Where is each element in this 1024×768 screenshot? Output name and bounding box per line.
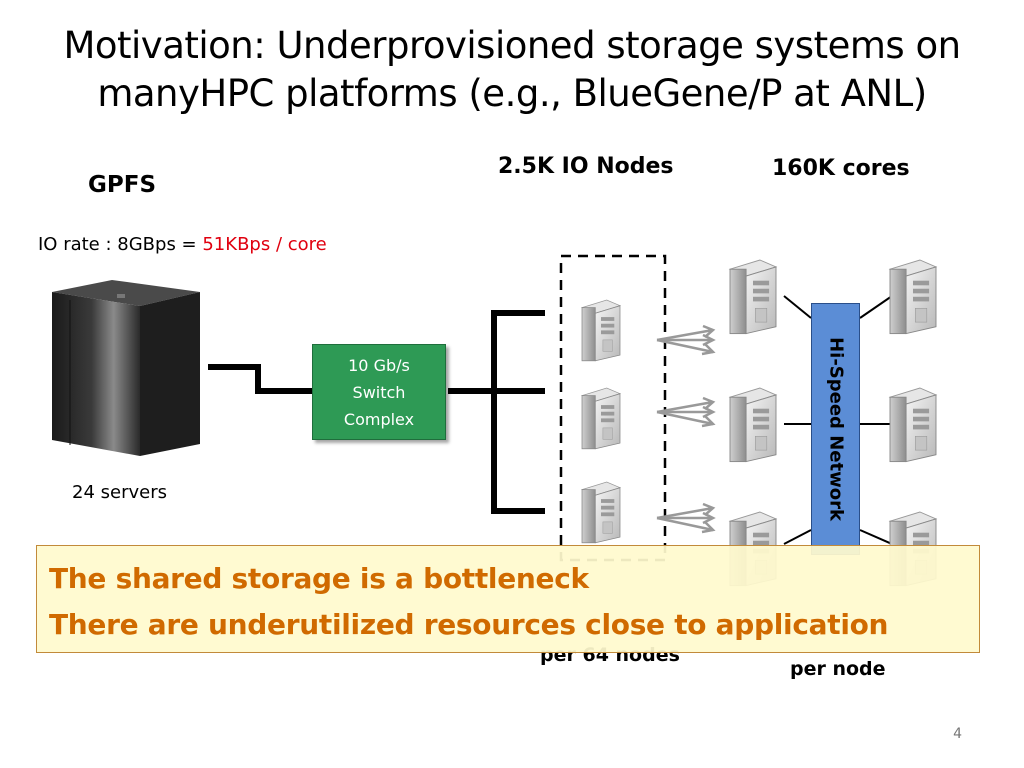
servers-label: 24 servers — [72, 482, 167, 503]
switch-line-3: Complex — [343, 409, 415, 429]
compute-node-server-icon — [729, 387, 777, 463]
connection-lines — [208, 310, 545, 514]
hi-speed-network-bar: Hi-Speed Network — [811, 303, 860, 555]
network-label: Hi-Speed Network — [825, 337, 846, 521]
compute-node-server-icon — [889, 387, 937, 463]
title-line-1: Motivation: Underprovisioned storage sys… — [63, 24, 961, 67]
io-node-server-icon — [581, 299, 621, 362]
fanout-arrows-icon — [655, 396, 715, 428]
gpfs-label: GPFS — [88, 172, 157, 198]
cores-label: 160K cores — [772, 156, 910, 181]
network-links — [783, 295, 893, 545]
switch-line-1: 10 Gb/s — [348, 355, 410, 375]
bottleneck-callout: The shared storage is a bottleneck There… — [36, 545, 980, 653]
callout-line-2: There are underutilized resources close … — [49, 608, 889, 641]
title-line-2: manyHPC platforms (e.g., BlueGene/P at A… — [97, 72, 927, 115]
io-nodes-label: 2.5K IO Nodes — [498, 154, 674, 179]
io-rate-highlight: 51KBps / core — [202, 234, 327, 255]
callout-line-1: The shared storage is a bottleneck — [49, 562, 589, 595]
compute-node-server-icon — [889, 259, 937, 335]
page-number: 4 — [953, 726, 962, 742]
switch-complex-box: 10 Gb/s Switch Complex — [312, 344, 446, 440]
switch-line-2: Switch — [352, 382, 406, 402]
io-node-server-icon — [581, 481, 621, 544]
compute-node-server-icon — [729, 259, 777, 335]
gpfs-server-tower — [52, 280, 200, 456]
slide-title: Motivation: Underprovisioned storage sys… — [0, 22, 1024, 118]
io-rate-prefix: IO rate : 8GBps = — [38, 234, 203, 255]
io-rate-label: IO rate : 8GBps = 51KBps / core — [38, 234, 327, 255]
io-node-server-icon — [581, 387, 621, 450]
per-node-label: per node — [790, 658, 886, 680]
